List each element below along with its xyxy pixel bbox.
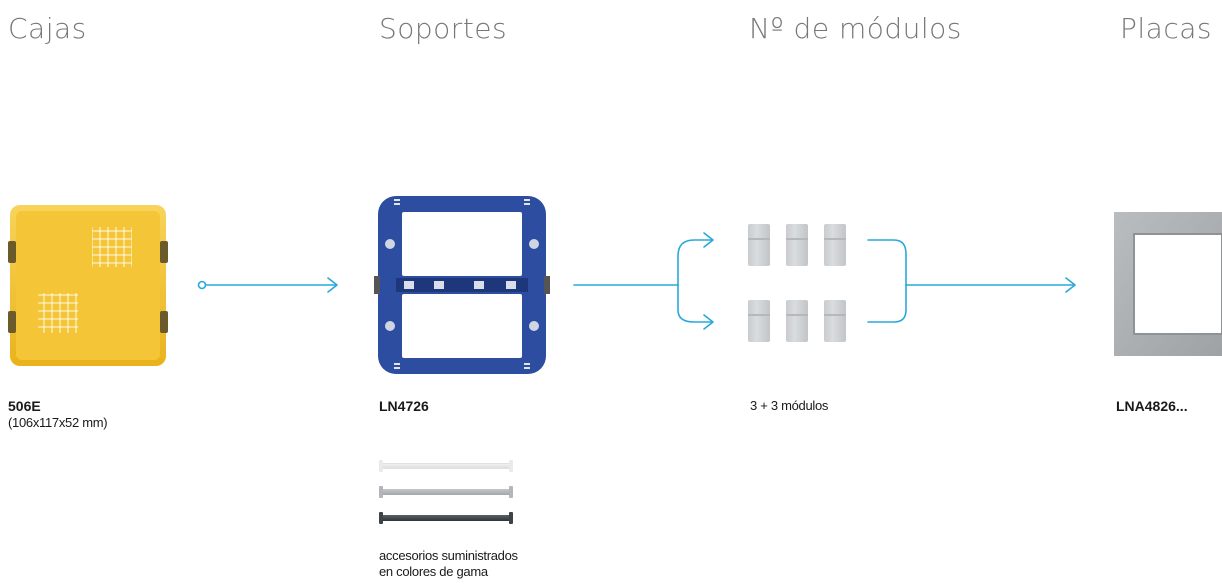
accessory-bar-grey bbox=[379, 486, 513, 498]
accessories-line-1: accesorios suministrados bbox=[379, 548, 518, 563]
plate-code: LNA4826... bbox=[1116, 398, 1188, 414]
module bbox=[748, 224, 770, 266]
flush-box-image bbox=[8, 205, 168, 366]
module bbox=[748, 300, 770, 342]
accessory-bar-white bbox=[379, 460, 513, 472]
column-title-modulos: Nº de módulos bbox=[749, 12, 962, 45]
module bbox=[824, 300, 846, 342]
accessory-bar-dark bbox=[379, 512, 513, 524]
column-title-cajas: Cajas bbox=[8, 12, 87, 45]
box-code: 506E bbox=[8, 398, 41, 414]
accessories-line-2: en colores de gama bbox=[379, 564, 488, 579]
module bbox=[786, 300, 808, 342]
column-title-soportes: Soportes bbox=[379, 12, 508, 45]
box-dimensions: (106x117x52 mm) bbox=[8, 415, 108, 430]
merge-arrow-icon bbox=[867, 239, 907, 286]
column-title-placas: Placas bbox=[1120, 12, 1212, 45]
plate-image bbox=[1114, 212, 1222, 356]
modules-label: 3 + 3 módulos bbox=[750, 398, 829, 413]
module bbox=[824, 224, 846, 266]
module bbox=[786, 224, 808, 266]
flow-arrow-start-icon bbox=[197, 280, 207, 290]
support-frame-image bbox=[374, 196, 550, 374]
support-code: LN4726 bbox=[379, 398, 429, 414]
